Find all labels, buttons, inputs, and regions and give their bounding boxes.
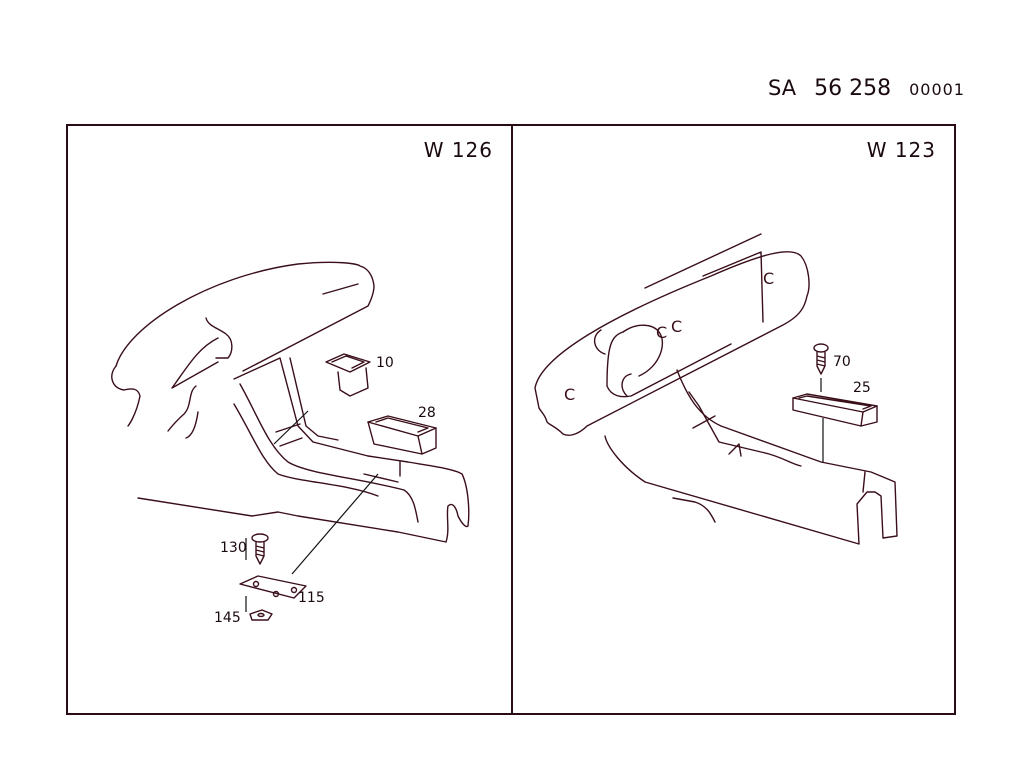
panel-w123: W 123 C C C C [511,126,954,713]
model-label-w126: W 126 [423,138,493,162]
w126-console-drawing [111,261,470,621]
callout-28: 28 [418,405,436,421]
sheet-prefix: SA [768,76,797,100]
callout-10: 10 [376,355,394,371]
svg-text:C: C [763,269,774,288]
sheet-identifier: SA 56 258 00001 [768,76,965,102]
sheet-subnumber: 00001 [909,80,965,99]
svg-text:C: C [656,323,667,342]
callout-145: 145 [214,610,241,626]
panel-w126: W 126 [68,126,513,713]
w123-console-drawing: C C C C [534,233,898,545]
svg-text:C: C [671,317,682,336]
callout-130: 130 [220,540,247,556]
diagram-frame: W 126 [66,124,956,715]
callout-70: 70 [833,354,851,370]
model-label-w123: W 123 [866,138,936,162]
svg-text:C: C [564,385,575,404]
sheet-number: 56 258 [814,76,892,101]
callout-25: 25 [853,380,871,396]
callout-115: 115 [298,590,325,606]
